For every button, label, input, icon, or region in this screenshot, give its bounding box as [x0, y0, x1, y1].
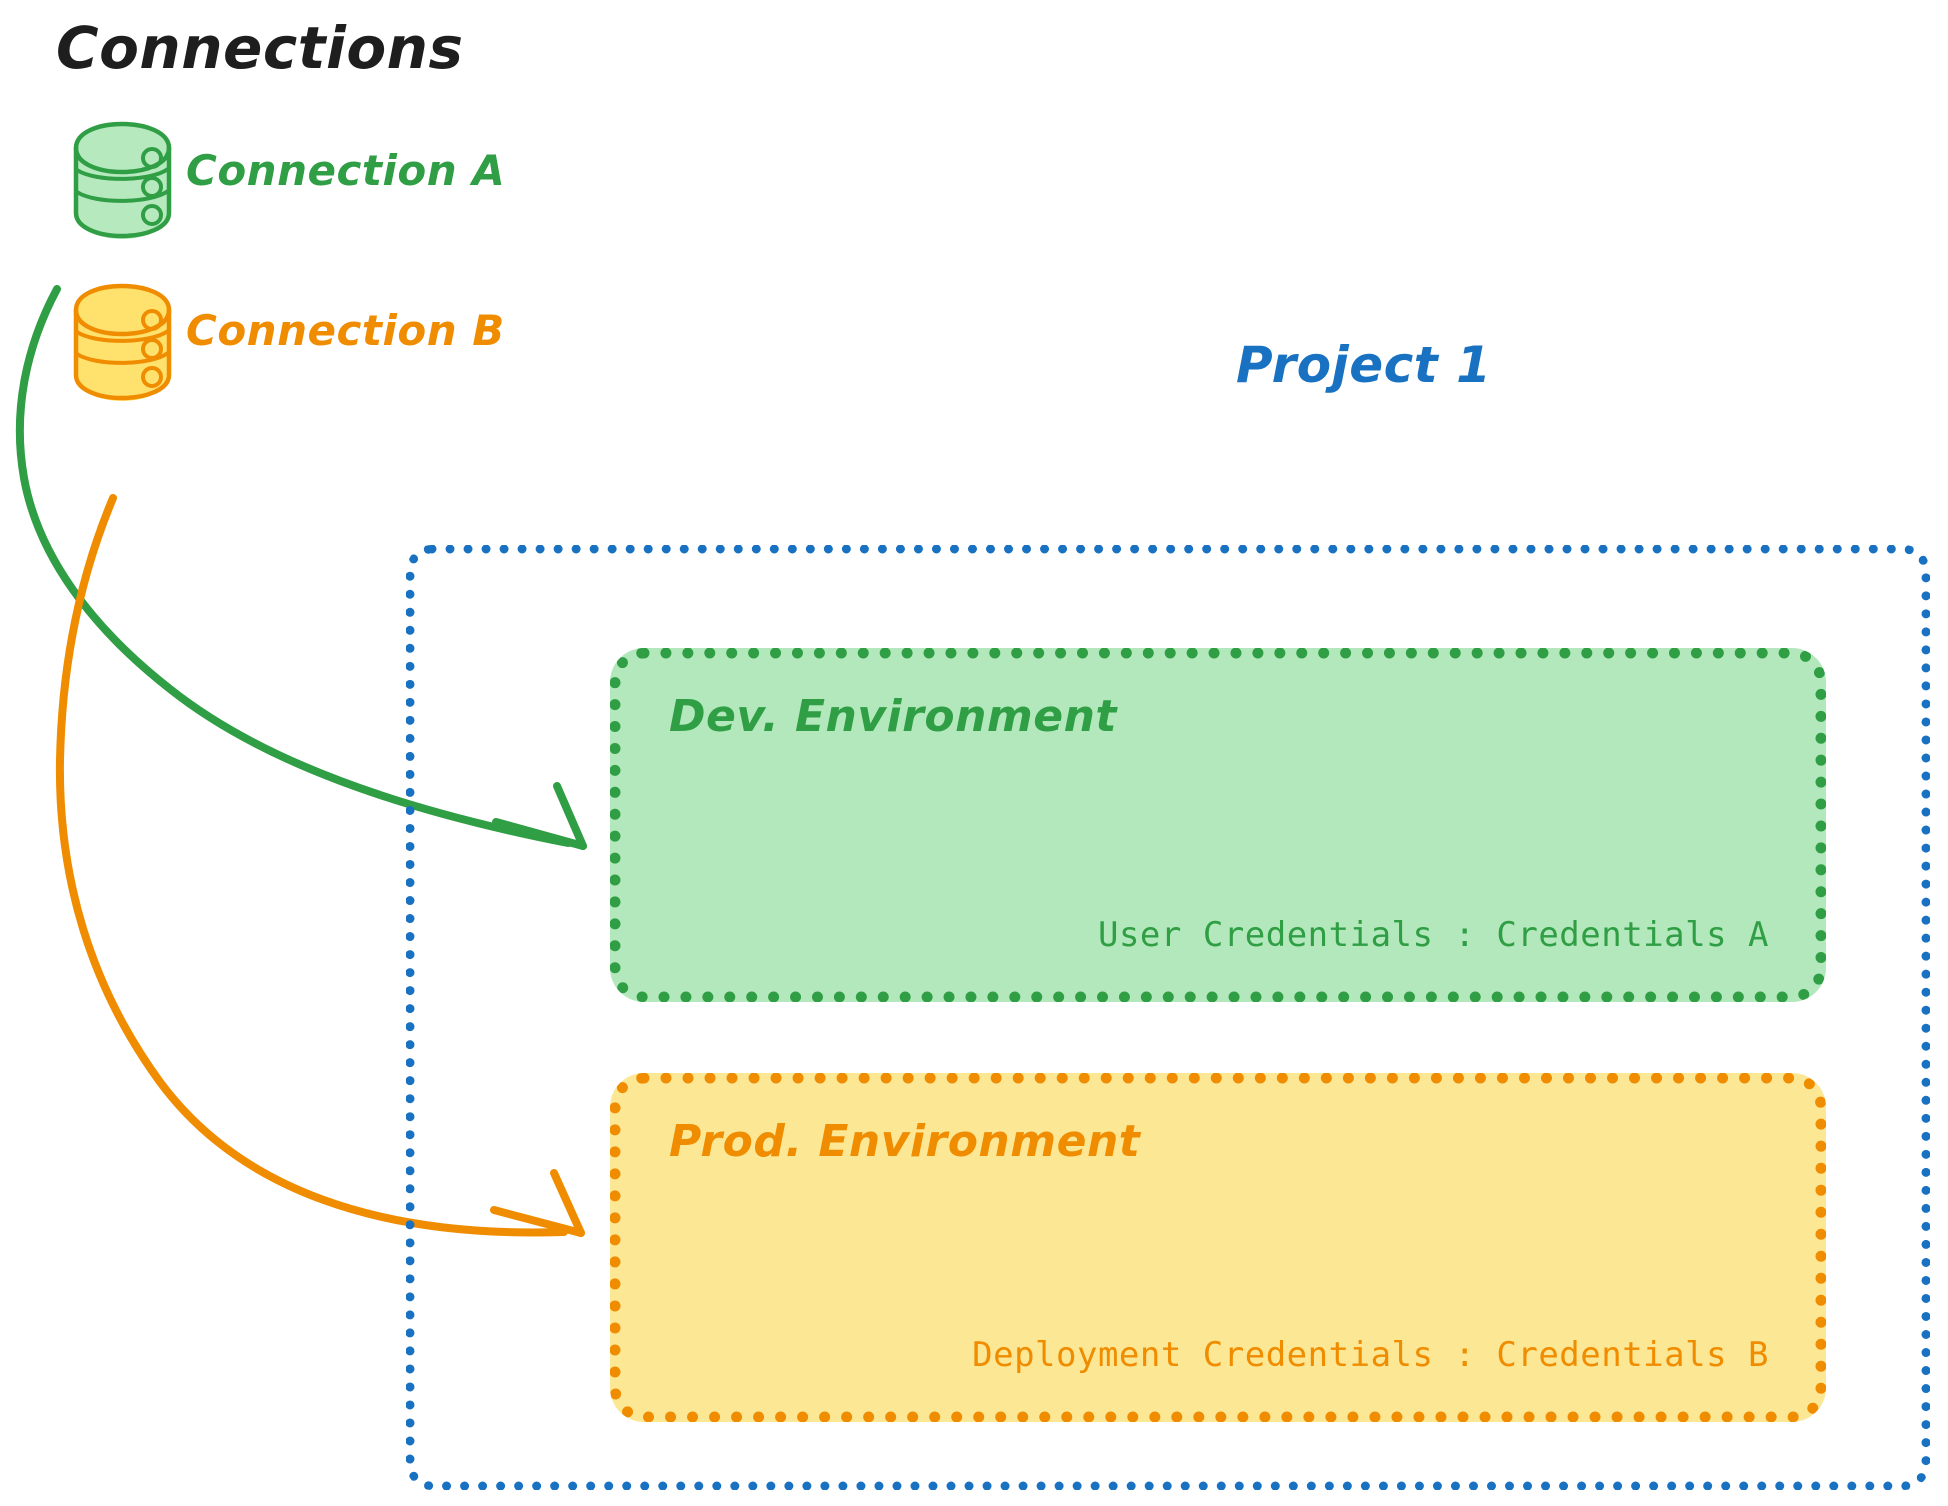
- prod-environment-credentials: Deployment Credentials : Credentials B: [972, 1335, 1769, 1375]
- prod-environment-title: Prod. Environment: [669, 1116, 1141, 1167]
- project-container: [406, 545, 1930, 1490]
- page-title: Connections: [56, 14, 464, 82]
- database-cylinder-icon-connection-a: [73, 121, 172, 239]
- dev-environment-box: Dev. Environment User Credentials : Cred…: [610, 648, 1826, 1002]
- prod-environment-box: Prod. Environment Deployment Credentials…: [610, 1073, 1826, 1422]
- project-title: Project 1: [1236, 336, 1492, 394]
- connection-b-label: Connection B: [186, 306, 505, 355]
- connection-a-label: Connection A: [186, 146, 506, 195]
- database-cylinder-icon-connection-b: [73, 283, 172, 401]
- dev-environment-credentials: User Credentials : Credentials A: [1097, 915, 1769, 955]
- dev-environment-title: Dev. Environment: [669, 691, 1117, 742]
